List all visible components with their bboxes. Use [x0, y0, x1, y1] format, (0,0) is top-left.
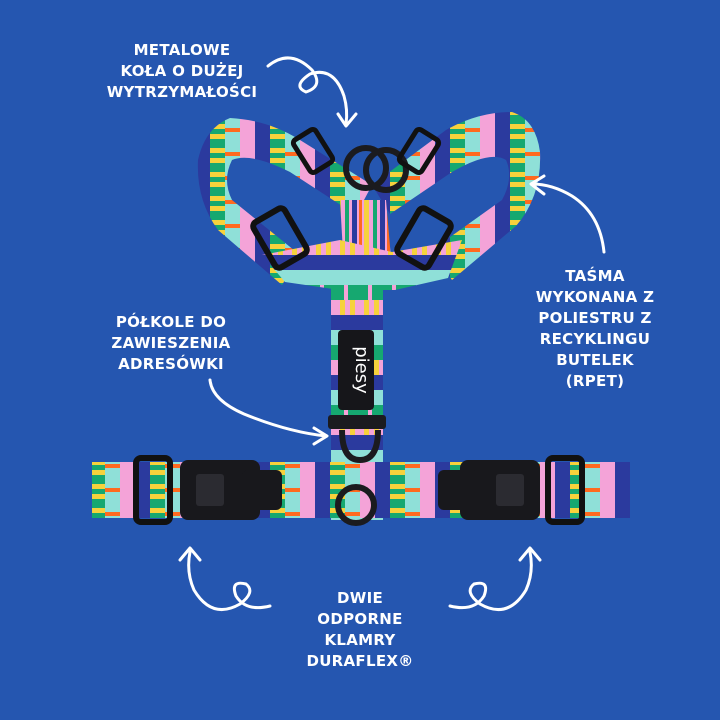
- bottom-ring: [335, 484, 377, 526]
- brand-tag-text: piesy: [351, 346, 372, 394]
- label-line: KLAMRY: [324, 631, 396, 649]
- slider-girth-right: [545, 455, 585, 525]
- label-buckles: DWIE ODPORNE KLAMRY DURAFLEX®: [278, 588, 442, 672]
- buckle-left: [180, 460, 282, 520]
- arrow-buckle-right-head: [518, 546, 542, 562]
- d-ring-holder: [328, 415, 386, 429]
- label-half-ring: PÓŁKOLE DO ZAWIESZENIA ADRESÓWKI: [86, 312, 256, 375]
- label-line: WYTRZYMAŁOŚCI: [106, 83, 258, 101]
- slider-neck-left: [290, 127, 336, 175]
- label-line: METALOWE: [133, 41, 231, 59]
- arrow-half-head: [312, 426, 329, 446]
- arrow-half: [208, 378, 328, 438]
- label-line: POLIESTRU Z: [538, 309, 652, 327]
- arrow-buckle-left-head: [178, 546, 202, 562]
- arrow-rings-head: [336, 112, 358, 128]
- label-line: DWIE: [336, 589, 384, 607]
- arrow-buckle-right: [448, 550, 533, 612]
- arrow-tape: [530, 182, 606, 254]
- label-line: ODPORNE: [317, 610, 403, 628]
- label-line: ZAWIESZENIA: [111, 334, 231, 352]
- buckle-right: [438, 460, 540, 520]
- label-line: BUTELEK: [556, 351, 634, 369]
- metal-ring-left: [343, 145, 389, 191]
- chest-cross-strap: [262, 240, 462, 290]
- brand-tag: [338, 330, 374, 410]
- neck-strap-right: [372, 112, 541, 280]
- slider-chest-left: [250, 205, 310, 271]
- arrow-tape-head: [529, 174, 546, 196]
- label-line: WYKONANA Z: [535, 288, 655, 306]
- label-line: PÓŁKOLE DO: [115, 313, 227, 331]
- label-line: DURAFLEX®: [306, 652, 414, 670]
- arrow-buckle-left: [187, 550, 272, 612]
- label-line: (RPET): [565, 372, 625, 390]
- metal-ring-right: [363, 147, 409, 193]
- label-line: TAŚMA: [565, 267, 625, 285]
- slider-girth-left: [133, 455, 173, 525]
- label-rpet-tape: TAŚMA WYKONANA Z POLIESTRU Z RECYKLINGU …: [520, 266, 670, 392]
- label-line: KOŁA O DUŻEJ: [120, 62, 244, 80]
- d-ring: [339, 429, 381, 464]
- neck-strap-left: [197, 118, 372, 285]
- label-line: RECYKLINGU: [539, 330, 651, 348]
- label-line: ADRESÓWKI: [118, 355, 224, 373]
- slider-neck-right: [396, 127, 442, 175]
- slider-chest-right: [394, 205, 454, 271]
- arrow-rings: [266, 56, 349, 126]
- label-metal-rings: METALOWE KOŁA O DUŻEJ WYTRZYMAŁOŚCI: [92, 40, 272, 103]
